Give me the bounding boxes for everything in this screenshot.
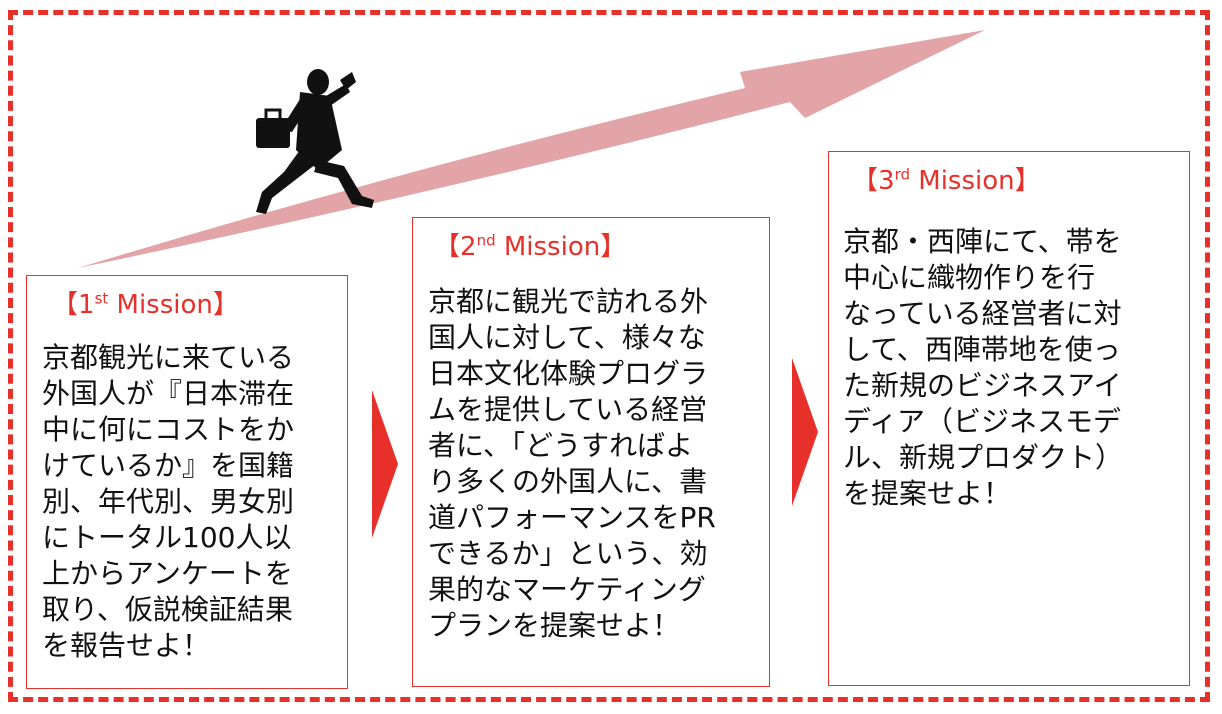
ordinal-suffix: st <box>94 289 109 308</box>
body-line: を報告せよ！ <box>42 629 211 662</box>
body-line: 国人に対して、様々な <box>428 321 706 354</box>
body-line: た新規のビジネスアイ <box>843 369 1122 402</box>
body-line: 中心に織物作りを行 <box>843 261 1096 294</box>
ordinal: 1 <box>78 290 95 320</box>
body-line: ル、新規プロダクト） <box>843 441 1124 474</box>
bracket: 【 <box>852 166 879 196</box>
bracket: 】 <box>212 290 239 320</box>
running-businessman-icon <box>256 69 374 214</box>
ordinal: 3 <box>878 166 895 196</box>
bracket: 【 <box>434 232 461 262</box>
bracket: 】 <box>1014 166 1041 196</box>
ordinal-suffix: nd <box>476 231 496 250</box>
mission-body-3: 京都・西陣にて、帯を 中心に織物作りを行 なっている経営者に対 して、西陣帯地を… <box>843 224 1123 512</box>
body-line: できるか」という、効 <box>428 537 708 570</box>
body-line: 京都・西陣にて、帯を <box>843 225 1122 258</box>
body-line: 取り、仮説検証結果 <box>42 593 293 626</box>
body-line: にトータル100人以 <box>42 521 292 554</box>
body-line: けているか』を国籍 <box>42 449 295 482</box>
mission-label: Mission <box>495 232 601 262</box>
mission-card-3 <box>828 151 1190 686</box>
mission-body-1: 京都観光に来ている 外国人が『日本滞在 中に何にコストをか けているか』を国籍 … <box>42 340 294 664</box>
body-line: 果的なマーケティング <box>428 573 706 606</box>
dashed-border-frame <box>8 10 1210 702</box>
body-line: 京都観光に来ている <box>42 341 295 374</box>
body-line: なっている経営者に対 <box>843 297 1122 330</box>
mission-card-1 <box>26 275 348 689</box>
body-line: 別、年代別、男女別 <box>42 485 295 518</box>
body-line: 京都に観光で訪れる外 <box>428 285 709 318</box>
body-line: 外国人が『日本滞在 <box>42 377 295 410</box>
mission-card-2 <box>412 217 770 687</box>
chevron-right-icon <box>792 358 818 506</box>
body-line: を提案せよ！ <box>843 477 1012 510</box>
body-line: り多くの外国人に、書 <box>428 465 708 498</box>
mission-title-3: 【3rd Mission】 <box>852 160 1041 197</box>
rising-arrow-icon <box>78 30 985 268</box>
body-line: ディア（ビジネスモデ <box>843 405 1122 438</box>
body-line: 日本文化体験プログラ <box>428 357 709 390</box>
ordinal-suffix: rd <box>894 165 910 184</box>
body-line: 中に何にコストをか <box>42 413 295 446</box>
ordinal: 2 <box>460 232 477 262</box>
mission-body-2: 京都に観光で訪れる外 国人に対して、様々な 日本文化体験プログラ ムを提供してい… <box>428 284 716 644</box>
mission-title-2: 【2nd Mission】 <box>434 226 626 263</box>
body-line: して、西陣帯地を使っ <box>843 333 1121 366</box>
body-line: プランを提案せよ！ <box>428 609 681 642</box>
body-line: 道パフォーマンスをPR <box>428 501 716 534</box>
mission-label: Mission <box>108 290 213 320</box>
chevron-right-icon <box>372 390 398 538</box>
body-line: ムを提供している経営 <box>428 393 708 426</box>
mission-title-1: 【1st Mission】 <box>52 284 239 321</box>
mission-label: Mission <box>910 166 1015 196</box>
body-line: 上からアンケートを <box>42 557 293 590</box>
bracket: 【 <box>52 290 79 320</box>
bracket: 】 <box>600 232 627 262</box>
body-line: 者に、「どうすればよ <box>428 429 694 462</box>
